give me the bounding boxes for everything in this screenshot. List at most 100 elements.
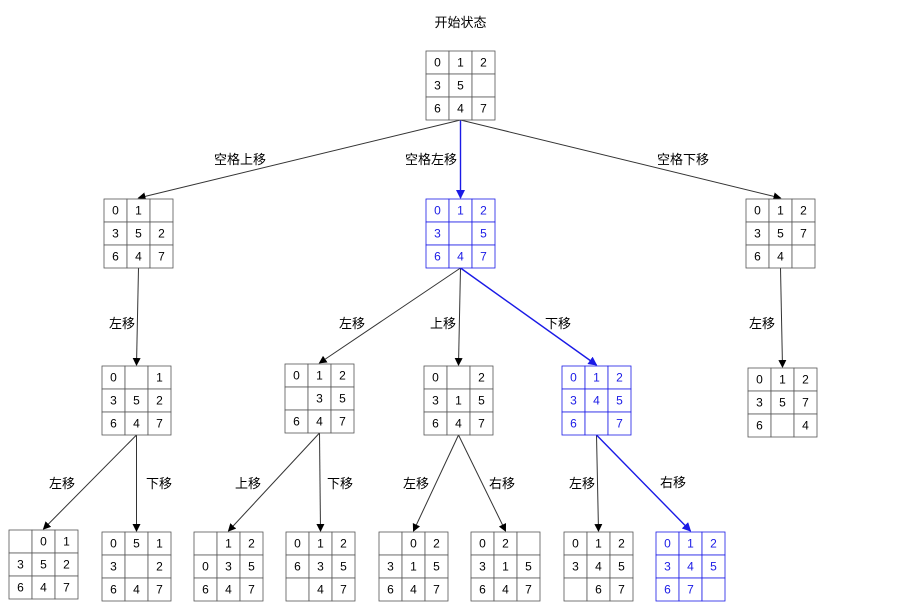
board-cell [701,577,726,602]
cell-value: 5 [133,394,140,408]
cell-value: 1 [779,373,786,387]
edge-up-left-to-ul-left [42,434,137,530]
cell-value: 5 [457,79,464,93]
cell-value: 1 [156,371,163,385]
board-cell [563,577,588,602]
cell-value: 7 [616,417,623,431]
cell-value: 7 [248,583,255,597]
edge-down-to-down-left [778,267,787,368]
cell-value: 0 [110,371,117,385]
cell-value: 4 [455,417,462,431]
cell-value: 5 [480,227,487,241]
cell-value: 2 [480,56,487,70]
board-cell [149,198,174,223]
cell-value: 5 [616,394,623,408]
edge-label: 右移 [660,475,686,490]
cell-value: 3 [110,560,117,574]
cell-value: 5 [618,560,625,574]
board-cell [609,577,634,602]
cell-value: 3 [112,227,119,241]
cell-value: 0 [293,369,300,383]
cell-value: 5 [777,227,784,241]
cell-value: 5 [40,558,47,572]
edge-label: 上移 [235,476,261,491]
cell-value: 4 [802,419,809,433]
board-cell [147,577,172,602]
cell-value: 2 [156,394,163,408]
cell-value: 0 [570,371,577,385]
cell-value: 6 [664,583,671,597]
cell-value: 4 [502,583,509,597]
cell-value: 0 [410,537,417,551]
cell-value: 2 [618,537,625,551]
cell-value: 1 [593,371,600,385]
cell-value: 2 [800,204,807,218]
edge-start-to-down [460,119,782,201]
cell-value: 6 [112,250,119,264]
cell-value: 2 [710,537,717,551]
cell-value: 1 [502,560,509,574]
board-cell [424,577,449,602]
cell-value: 3 [434,79,441,93]
cell-value: 3 [479,560,486,574]
cell-value: 7 [480,102,487,116]
cell-value: 2 [63,558,70,572]
board-cell [516,577,541,602]
cell-value: 7 [340,583,347,597]
edge-left-left-to-ll-down [316,432,325,532]
cell-value: 6 [756,419,763,433]
cell-value: 5 [779,396,786,410]
cell-value: 1 [687,537,694,551]
edge-left-to-left-up [454,267,463,366]
cell-value: 0 [664,537,671,551]
cell-value: 5 [478,394,485,408]
cell-value: 2 [340,537,347,551]
board-cell [584,411,609,436]
cell-value: 3 [434,227,441,241]
edge-up-to-up-left [132,267,141,366]
cell-value: 7 [480,250,487,264]
cell-value: 4 [595,560,602,574]
cell-value: 2 [480,204,487,218]
cell-value: 0 [40,535,47,549]
edge-start-to-up [137,119,461,201]
cell-value: 3 [754,227,761,241]
board-cell [471,73,496,98]
edge-left-to-left-left [318,267,461,364]
cell-value: 0 [434,204,441,218]
cell-value: 5 [135,227,142,241]
cell-value: 0 [756,373,763,387]
edge-left-up-to-lu-right [458,434,507,532]
board-cell [469,411,494,436]
cell-value: 1 [135,204,142,218]
board-cell [331,577,356,602]
cell-value: 7 [800,227,807,241]
edge-label: 下移 [327,476,353,491]
cell-value: 6 [754,250,761,264]
cell-value: 7 [618,583,625,597]
board-cell [516,531,541,556]
cell-value: 6 [17,581,24,595]
cell-value: 4 [133,583,140,597]
cell-value: 0 [572,537,579,551]
board-cell [607,411,632,436]
cell-value: 0 [754,204,761,218]
board-cell [193,531,218,556]
board-cell [149,244,174,269]
cell-value: 6 [434,250,441,264]
board-cell [147,411,172,436]
cell-value: 6 [434,102,441,116]
cell-value: 6 [432,417,439,431]
cell-value: 5 [433,560,440,574]
cell-value: 4 [687,560,694,574]
